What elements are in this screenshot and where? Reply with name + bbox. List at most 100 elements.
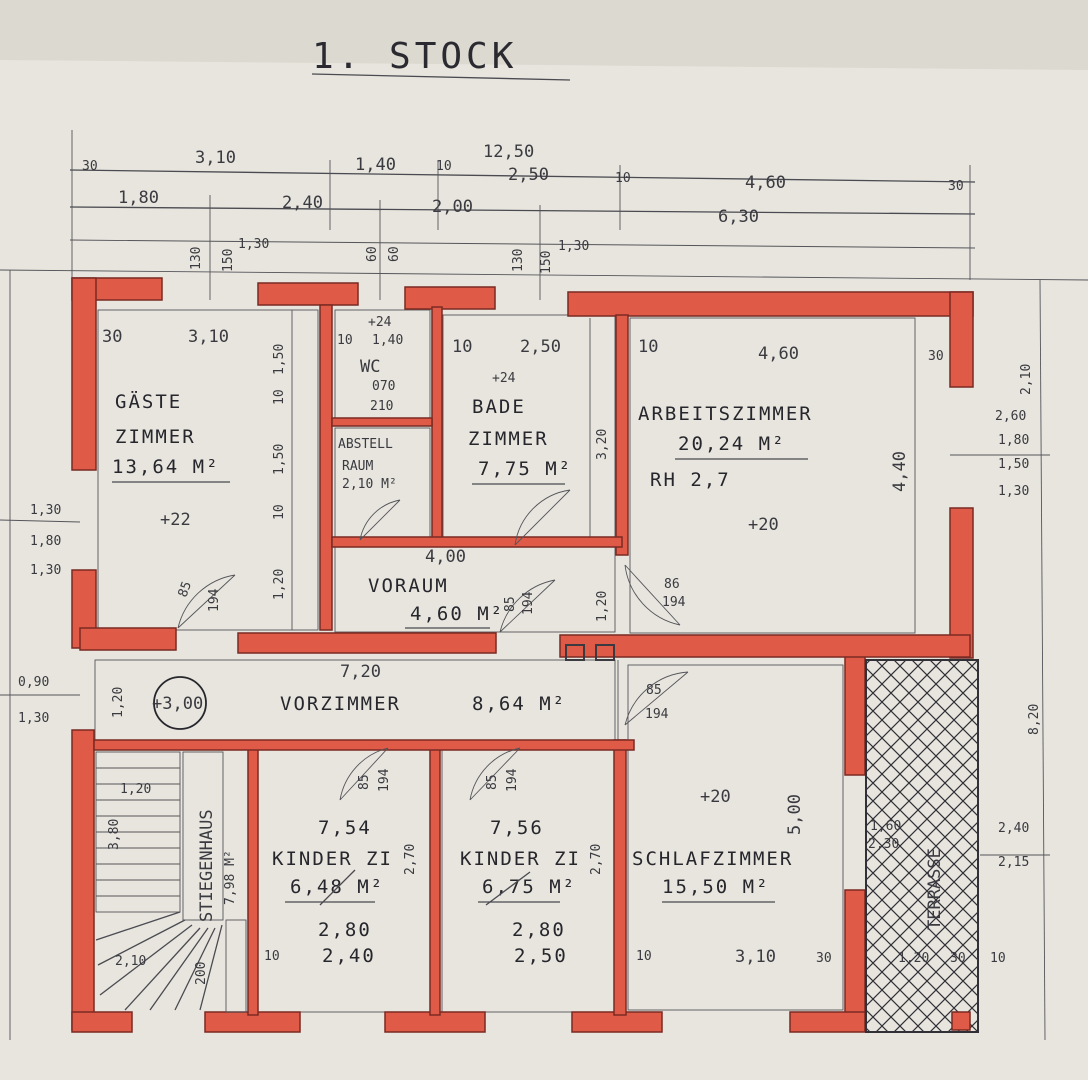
dim-open-g: 150 (539, 251, 554, 274)
door-3-height: 194 (662, 595, 686, 610)
bad-area: 7,75 M² (478, 458, 572, 480)
voraum-width: 4,00 (425, 547, 466, 567)
bad-width: 2,50 (520, 337, 561, 357)
door-4-height: 194 (645, 707, 669, 722)
vorzimmer-width: 7,20 (340, 662, 381, 682)
door-3-width: 86 (664, 577, 680, 592)
right-dimension-lines (950, 279, 1050, 1041)
kinder1-old-area: 6,48 M² (290, 876, 384, 898)
dim-top-2-b: 2,40 (282, 193, 323, 213)
dim-top-1-b: 3,10 (195, 148, 236, 168)
dim-top-1-g: 10 (615, 171, 631, 186)
kinder2-strike (485, 871, 531, 906)
dim-right-c: 1,80 (998, 433, 1029, 448)
door-2-height: 194 (521, 591, 536, 615)
arbeit-area: 20,24 M² (678, 433, 786, 455)
door-1-width: 85 (176, 580, 195, 600)
schlaf-height: 5,00 (785, 794, 805, 835)
kinder1-new-area: 7,54 (318, 817, 372, 839)
wc-width: 1,40 (372, 333, 403, 348)
bad-name-1: BADE (472, 396, 526, 418)
plan-title: 1. STOCK (312, 36, 517, 77)
inner-dim-g: 2,30 (868, 837, 899, 852)
door-4-width: 85 (646, 683, 662, 698)
dim-right-a: 2,10 (1019, 364, 1034, 395)
dim-top-2-d: 6,30 (718, 207, 759, 227)
arbeit-height: 4,40 (890, 451, 910, 492)
dim-left-d: 0,90 (18, 675, 49, 690)
kinder2-height: 2,70 (589, 844, 604, 875)
gaeste-name-1: GÄSTE (115, 390, 182, 413)
inner-dim-d: 10 (272, 504, 287, 520)
dim-top-2-a: 1,80 (118, 188, 159, 208)
kinder2-old-width: 2,50 (514, 945, 568, 967)
dim-open-a: 130 (189, 247, 204, 270)
vorzimmer-height: 1,20 (111, 687, 126, 718)
gaeste-level: +22 (160, 510, 191, 530)
door-6-height: 194 (505, 768, 520, 792)
arbeit-level: +20 (748, 515, 779, 535)
wc-left: 10 (337, 333, 353, 348)
dim-right-g: 2,40 (998, 821, 1029, 836)
dim-right-h: 2,15 (998, 855, 1029, 870)
dim-top-1-i: 30 (948, 179, 964, 194)
wc-name: WC (360, 357, 380, 377)
abstell-name-2: RAUM (342, 459, 373, 474)
dim-left-c: 1,30 (30, 563, 61, 578)
dim-left-a: 1,30 (30, 503, 61, 518)
schlaf-right: 30 (816, 951, 832, 966)
door-5-width: 85 (357, 774, 372, 790)
wc-d2: 210 (370, 399, 393, 414)
bad-level: +24 (492, 371, 516, 386)
dim-right-e: 1,30 (998, 484, 1029, 499)
dim-right-b: 2,60 (995, 409, 1026, 424)
inner-dim-c: 1,50 (272, 444, 287, 475)
voraum-name: VORAUM (368, 575, 449, 597)
dim-open-e: 60 (387, 246, 402, 262)
schlaf-name: SCHLAFZIMMER (632, 848, 793, 870)
arbeit-right: 30 (928, 349, 944, 364)
kinder1-height: 2,70 (403, 844, 418, 875)
inner-dim-f: 1,60 (870, 819, 901, 834)
stiegen-s1: 3,80 (107, 819, 122, 850)
title-underline (311, 73, 571, 81)
terrasse-name: TERRASSE (925, 848, 945, 930)
vorzimmer-name: VORZIMMER (280, 693, 401, 715)
dim-open-b: 150 (221, 249, 236, 272)
schlaf-left: 10 (636, 949, 652, 964)
schlaf-width: 3,10 (735, 947, 776, 967)
inner-dim-a: 1,50 (272, 344, 287, 375)
gaeste-width: 3,10 (188, 327, 229, 347)
door-1-height: 194 (207, 588, 222, 612)
kinder1-left: 10 (264, 949, 280, 964)
door-6-width: 85 (485, 774, 500, 790)
terrasse-width: 1,20 (898, 951, 929, 966)
dim-left-e: 1,30 (18, 711, 49, 726)
bad-height: 3,20 (595, 429, 610, 460)
walls (71, 277, 974, 1033)
chimney-flue-1 (565, 644, 585, 661)
top-dimension-lines (0, 130, 1088, 300)
arbeit-name: ARBEITSZIMMER (638, 403, 813, 425)
terrasse-right: 30 (950, 951, 966, 966)
abstell-area: 2,10 M² (342, 477, 397, 492)
voraum-area: 4,60 M² (410, 603, 504, 625)
kinder1-strike (319, 869, 356, 906)
arbeit-rh: RH 2,7 (650, 469, 731, 491)
schlaf-area: 15,50 M² (662, 876, 770, 898)
kinder1-old-width: 2,40 (322, 945, 376, 967)
stair-treads (95, 751, 247, 1013)
left-dimension-lines (0, 270, 81, 1040)
voraum-height: 1,20 (595, 591, 610, 622)
wc-d1: 070 (372, 379, 395, 394)
stiegen-name: STIEGENHAUS (197, 809, 217, 922)
dim-top-1-c: 1,40 (355, 155, 396, 175)
bad-left: 10 (452, 337, 472, 357)
arbeit-left: 10 (638, 337, 658, 357)
terrasse-edge: 10 (990, 951, 1006, 966)
dim-top-1-d: 10 (436, 159, 452, 174)
dim-top-1-a: 30 (82, 159, 98, 174)
dim-open-d: 60 (365, 246, 380, 262)
dim-open-c: 1,30 (238, 237, 269, 252)
